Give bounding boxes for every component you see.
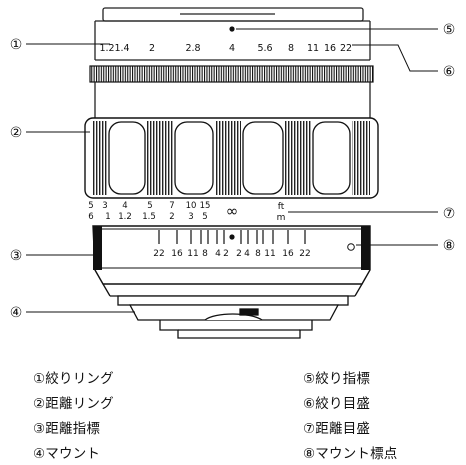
aperture-value: 16 (324, 43, 336, 54)
infinity-mark: ∞ (226, 202, 239, 220)
dof-value: 11 (264, 249, 275, 259)
distance-meter-value: 2 (169, 212, 174, 222)
legend-item: ①絞りリング (33, 371, 114, 387)
distance-scale: 5 3 4 5 7 10 15 6 1 1.2 1.5 2 3 5 ∞ ft m (88, 201, 285, 223)
legend-item: ⑦距離目盛 (303, 421, 371, 437)
lens-front-cap (94, 7, 371, 61)
dof-value: 22 (299, 249, 310, 259)
aperture-value: 5.6 (257, 43, 272, 54)
callout-2: ② (10, 125, 23, 141)
mount-index-mark (347, 243, 355, 251)
legend-item: ⑥絞り目盛 (303, 396, 371, 412)
legend-item: ②距離リング (33, 396, 114, 412)
aperture-ring (89, 65, 374, 83)
dof-scale: 22 16 11 8 4 2 2 4 8 11 16 22 (153, 249, 310, 259)
distance-feet-value: 3 (102, 201, 107, 211)
distance-feet-value: 7 (169, 201, 174, 211)
dof-value: 8 (255, 249, 261, 259)
legend-item: ⑤絞り指標 (303, 371, 371, 387)
aperture-value: 2 (149, 43, 155, 54)
distance-meter-value: 3 (188, 212, 193, 222)
distance-meter-value: 5 (202, 212, 207, 222)
legend-item: ③距離指標 (33, 421, 101, 437)
distance-feet-value: 4 (122, 201, 127, 211)
dof-value: 16 (171, 249, 183, 259)
aperture-value: 1.2 (99, 43, 114, 54)
callouts: ① ② ③ ④ ⑤ ⑥ ⑦ ⑧ (10, 22, 456, 321)
unit-feet: ft (278, 202, 285, 212)
callout-5: ⑤ (443, 22, 456, 38)
aperture-value: 4 (229, 43, 235, 54)
dof-value: 4 (215, 249, 221, 259)
dof-value: 8 (202, 249, 208, 259)
callout-8: ⑧ (443, 238, 456, 254)
distance-feet-value: 15 (200, 201, 211, 211)
dof-ticks (158, 230, 306, 244)
dof-value: 11 (187, 249, 198, 259)
legend-item: ⑧マウント標点 (303, 446, 398, 462)
dof-value: 2 (236, 249, 242, 259)
focus-ring (84, 117, 379, 199)
legend-item: ④マウント (33, 446, 101, 462)
callout-4: ④ (10, 305, 23, 321)
lens-mount (102, 283, 363, 339)
distance-meter-value: 1.2 (118, 212, 132, 222)
aperture-scale: 1.2 1.4 2 2.8 4 5.6 8 11 16 22 (99, 43, 352, 54)
distance-meter-value: 1 (105, 212, 110, 222)
distance-index-dot (229, 234, 235, 240)
distance-feet-value: 10 (186, 201, 197, 211)
callout-6: ⑥ (443, 64, 456, 80)
aperture-index-dot (229, 26, 235, 32)
callout-3: ③ (10, 248, 23, 264)
aperture-value: 1.4 (114, 43, 129, 54)
callout-7: ⑦ (443, 206, 456, 222)
distance-feet-value: 5 (88, 201, 93, 211)
unit-meter: m (277, 213, 286, 223)
dof-value: 4 (244, 249, 250, 259)
leader-lines (26, 28, 438, 313)
callout-1: ① (10, 37, 23, 53)
distance-meter-value: 1.5 (142, 212, 156, 222)
distance-index-barrel (92, 225, 371, 285)
dof-value: 22 (153, 249, 164, 259)
aperture-value: 11 (307, 43, 319, 54)
aperture-value: 22 (340, 43, 352, 54)
aperture-value: 8 (288, 43, 294, 54)
distance-feet-value: 5 (147, 201, 152, 211)
aperture-value: 2.8 (185, 43, 200, 54)
distance-meter-value: 6 (88, 212, 93, 222)
dof-value: 2 (223, 249, 229, 259)
dof-value: 16 (282, 249, 294, 259)
